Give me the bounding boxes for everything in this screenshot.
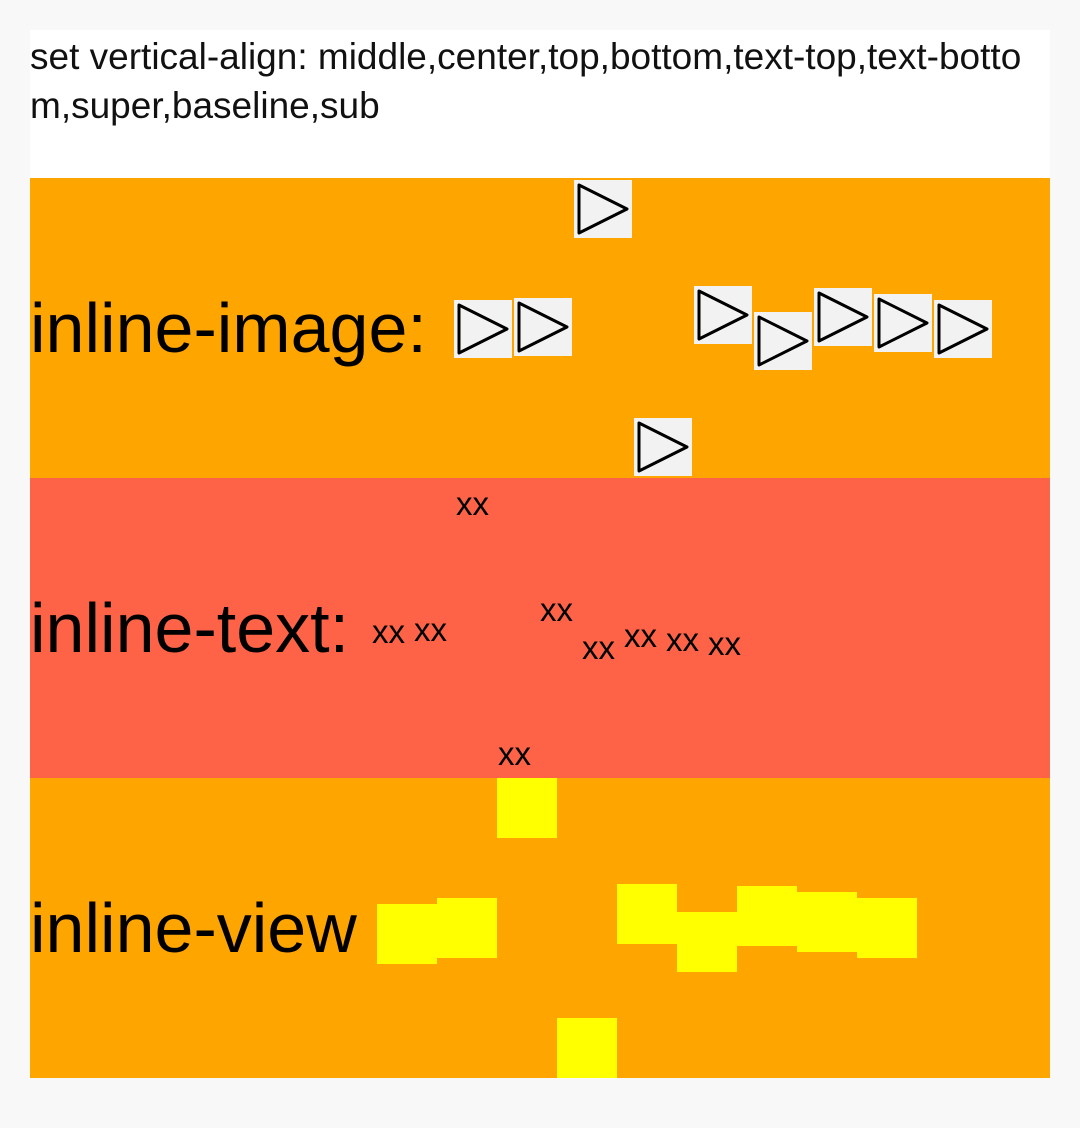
play-triangle-icon [514, 298, 572, 356]
inline-text-item: xx [582, 629, 615, 666]
play-triangle-icon [634, 418, 692, 476]
play-triangle-icon [814, 288, 872, 346]
inline-text-label: inline-text: [30, 589, 350, 667]
inline-view-row: inline-view [30, 778, 1050, 1078]
inline-text-item: xx [540, 591, 573, 628]
inline-text-item: xx [498, 735, 531, 772]
demo-panel: set vertical-align: middle,center,top,bo… [30, 30, 1050, 1078]
play-triangle-icon [874, 294, 932, 352]
inline-view-box [557, 1018, 617, 1078]
inline-view-box [797, 892, 857, 952]
inline-view-box [377, 904, 437, 964]
inline-image-label: inline-image: [30, 289, 427, 367]
play-triangle-icon [454, 300, 512, 358]
play-triangle-icon [694, 286, 752, 344]
inline-text-item: xx [624, 617, 657, 654]
inline-view-box [677, 912, 737, 972]
play-triangle-icon [754, 312, 812, 370]
inline-view-box [737, 886, 797, 946]
inline-text-item: xx [372, 613, 405, 650]
inline-text-row: inline-text: xx xx xx xx xx xx xx xx xx [30, 478, 1050, 778]
inline-view-label: inline-view [30, 889, 357, 967]
play-triangle-icon [934, 300, 992, 358]
inline-view-box [857, 898, 917, 958]
inline-text-item: xx [666, 621, 699, 658]
inline-text-item: xx [708, 625, 741, 662]
play-triangle-icon [574, 180, 632, 238]
inline-image-row: inline-image: [30, 178, 1050, 478]
inline-text-item: xx [414, 611, 447, 648]
inline-text-item: xx [456, 485, 489, 522]
inline-view-box [497, 778, 557, 838]
inline-view-box [437, 898, 497, 958]
inline-view-box [617, 884, 677, 944]
header-text: set vertical-align: middle,center,top,bo… [30, 36, 1022, 126]
